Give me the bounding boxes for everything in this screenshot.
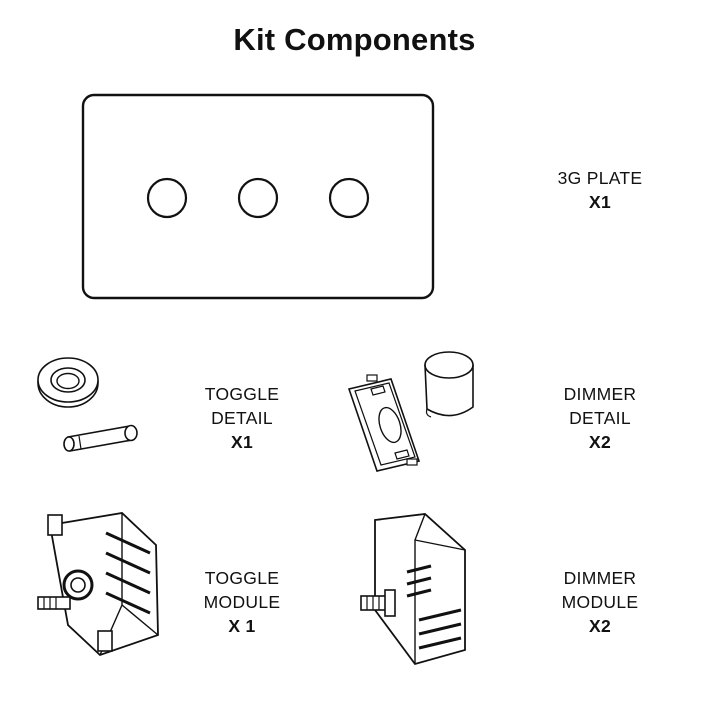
label-line: DETAIL (211, 408, 273, 428)
label-line: MODULE (561, 592, 639, 612)
3g-plate-illustration (81, 93, 435, 300)
page-title: Kit Components (233, 22, 476, 57)
quantity: X2 (588, 616, 611, 636)
dimmer-detail-illustration (347, 351, 474, 472)
label-line: 3G PLATE (557, 168, 643, 188)
quantity: X 1 (228, 616, 256, 636)
label-3g-plate: 3G PLATE X1 (530, 166, 670, 214)
label-toggle-module: TOGGLE MODULE X 1 (172, 566, 312, 638)
quantity: X2 (588, 432, 611, 452)
quantity: X1 (230, 432, 253, 452)
quantity: X1 (588, 192, 611, 212)
label-line: DIMMER (563, 384, 637, 404)
label-line: TOGGLE (204, 384, 280, 404)
toggle-module-illustration (37, 512, 159, 657)
label-line: MODULE (203, 592, 281, 612)
label-dimmer-module: DIMMER MODULE X2 (530, 566, 670, 638)
label-toggle-detail: TOGGLE DETAIL X1 (172, 382, 312, 454)
label-line: TOGGLE (204, 568, 280, 588)
label-line: DIMMER (563, 568, 637, 588)
label-dimmer-detail: DIMMER DETAIL X2 (530, 382, 670, 454)
dimmer-module-illustration (360, 513, 466, 666)
label-line: DETAIL (569, 408, 631, 428)
toggle-detail-illustration (37, 357, 138, 452)
